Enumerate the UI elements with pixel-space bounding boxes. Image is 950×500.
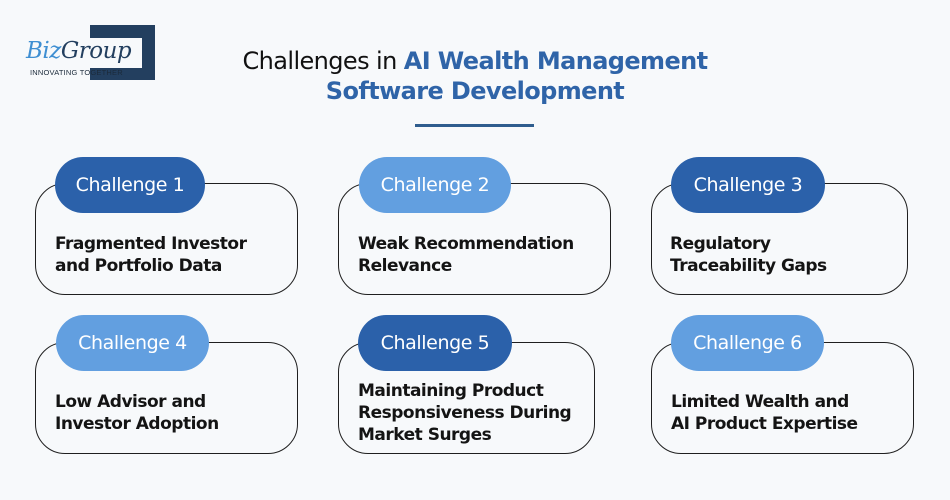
logo-bracket-notch (90, 38, 142, 68)
challenge-6-line-2: AI Product Expertise (671, 414, 858, 434)
challenge-text-2: Weak Recommendation Relevance (358, 233, 574, 277)
title-plain: Challenges in (242, 47, 404, 75)
title-line-2: Software Development (0, 76, 950, 106)
challenge-pill-1: Challenge 1 (55, 157, 205, 213)
challenge-pill-6: Challenge 6 (671, 315, 824, 371)
challenge-2-line-1: Weak Recommendation (358, 234, 574, 254)
title-underline-divider (415, 124, 534, 127)
logo-tagline: INNOVATING TOGETHER (30, 68, 123, 77)
challenge-4-line-1: Low Advisor and (55, 392, 206, 412)
challenge-1-line-1: Fragmented Investor (55, 234, 247, 254)
page-title: Challenges in AI Wealth Management Softw… (0, 46, 950, 106)
challenge-text-6: Limited Wealth and AI Product Expertise (671, 391, 858, 435)
challenge-text-1: Fragmented Investor and Portfolio Data (55, 233, 247, 277)
challenge-5-line-3: Market Surges (358, 425, 492, 445)
challenge-3-line-1: Regulatory (670, 234, 771, 254)
challenge-2-line-2: Relevance (358, 256, 452, 276)
challenge-4-line-2: Investor Adoption (55, 414, 219, 434)
challenge-6-line-1: Limited Wealth and (671, 392, 849, 412)
title-accent-1: AI Wealth Management (403, 47, 708, 75)
challenge-text-5: Maintaining Product Responsiveness Durin… (358, 380, 572, 446)
challenge-text-3: Regulatory Traceability Gaps (670, 233, 827, 277)
bizgroup-logo: BizGroup INNOVATING TOGETHER (22, 24, 157, 82)
challenge-pill-3: Challenge 3 (671, 157, 825, 213)
logo-group-text: Group (60, 38, 132, 64)
challenge-5-line-1: Maintaining Product (358, 381, 544, 401)
challenge-pill-2: Challenge 2 (359, 157, 511, 213)
challenge-1-line-2: and Portfolio Data (55, 256, 222, 276)
logo-biz-text: Biz (26, 38, 61, 64)
challenge-pill-5: Challenge 5 (358, 315, 512, 371)
challenge-3-line-2: Traceability Gaps (670, 256, 827, 276)
title-accent-2: Software Development (325, 77, 625, 105)
title-line-1: Challenges in AI Wealth Management (0, 46, 950, 76)
challenge-5-line-2: Responsiveness During (358, 403, 572, 423)
challenge-text-4: Low Advisor and Investor Adoption (55, 391, 219, 435)
logo-wordmark: BizGroup (26, 38, 132, 64)
challenge-pill-4: Challenge 4 (56, 315, 209, 371)
